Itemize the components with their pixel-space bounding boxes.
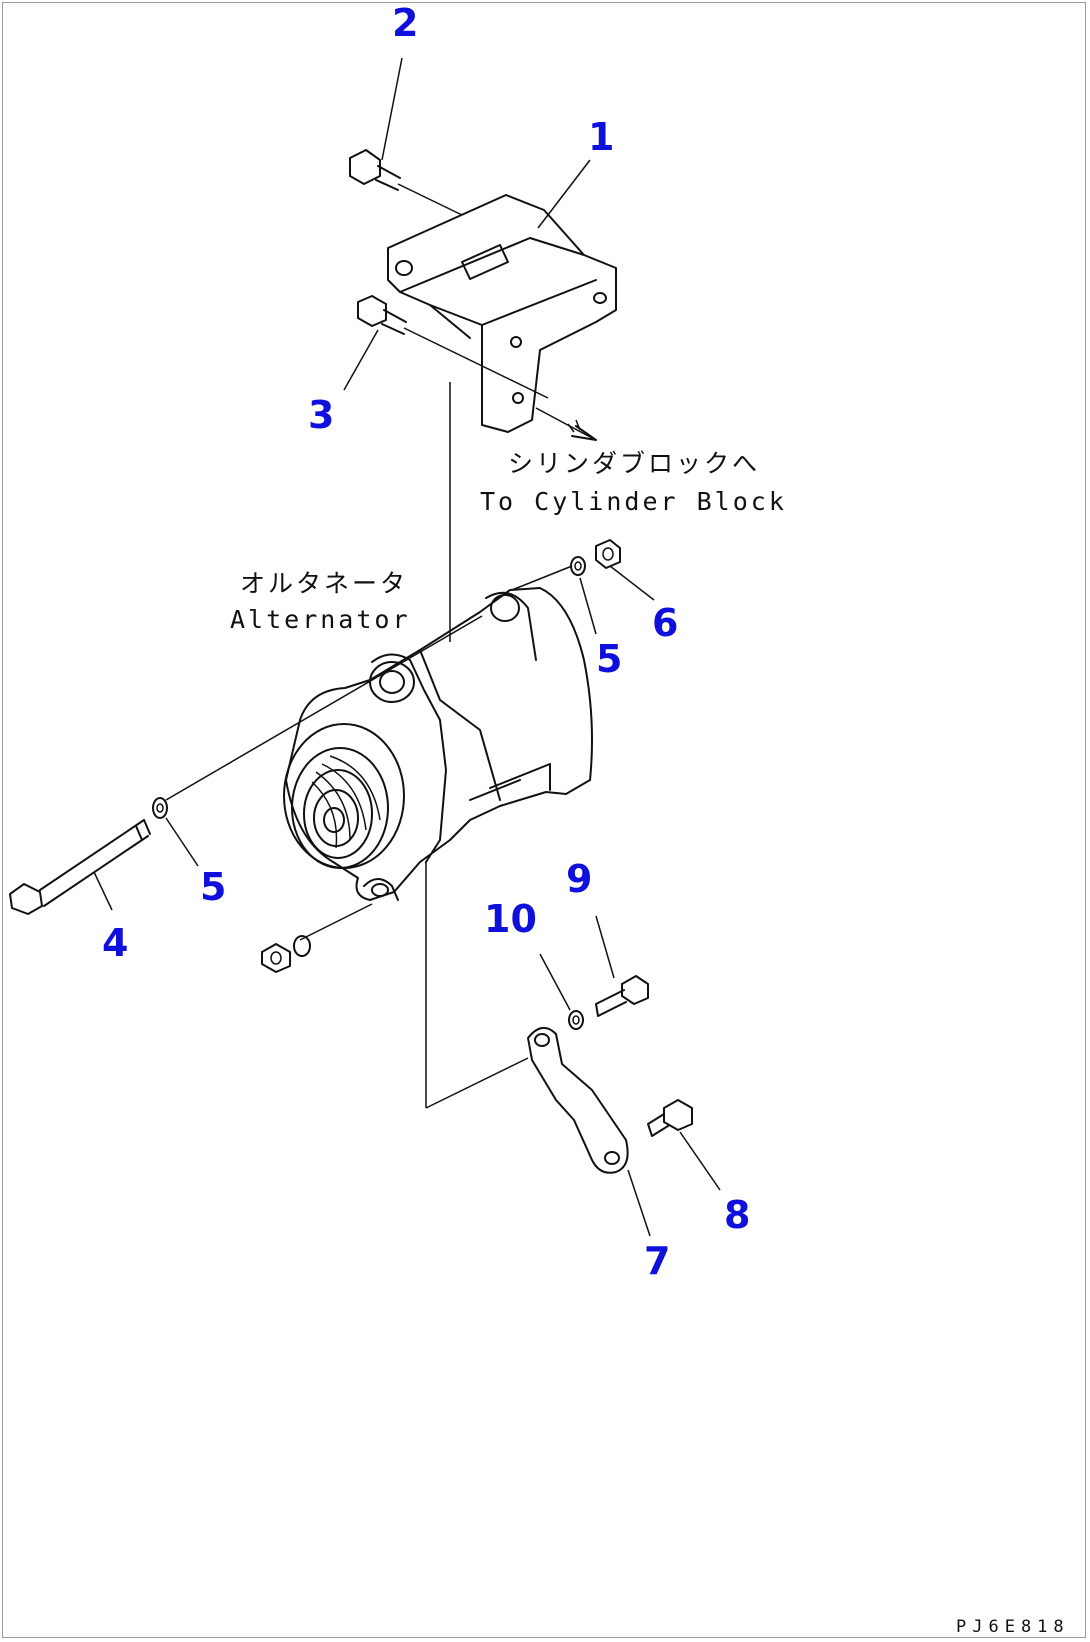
- cylinder-block-note-jp: シリンダブロックへ: [508, 449, 760, 478]
- callout-3: 3: [308, 393, 334, 437]
- nut-part-6[interactable]: [595, 539, 621, 569]
- bracket-part-1[interactable]: [387, 194, 617, 433]
- bolt-part-9[interactable]: [595, 975, 649, 1017]
- washer-part-10[interactable]: [568, 1010, 584, 1030]
- callout-1: 1: [588, 115, 614, 159]
- bolt-part-3[interactable]: [357, 295, 549, 399]
- callout-5-right: 5: [596, 637, 622, 681]
- alternator-note-en: Alternator: [230, 605, 411, 634]
- leader-lines: [165, 382, 573, 1109]
- callout-8: 8: [724, 1193, 750, 1237]
- adjust-link-part-7[interactable]: [527, 1027, 629, 1174]
- callout-2: 2: [392, 1, 418, 45]
- drawing-code: PJ6E818: [956, 1617, 1070, 1637]
- cylinder-block-note-en: To Cylinder Block: [480, 487, 787, 516]
- callout-5-left: 5: [200, 865, 226, 909]
- nut-and-washer-lower[interactable]: [261, 935, 311, 973]
- alternator-note-jp: オルタネータ: [240, 569, 408, 598]
- cylinder-block-arrow: [535, 407, 597, 441]
- bolt-part-2[interactable]: [349, 149, 463, 216]
- washer-part-5-left[interactable]: [152, 797, 168, 819]
- alternator-body[interactable]: [283, 587, 593, 901]
- callout-9: 9: [566, 857, 592, 901]
- bolt-part-4[interactable]: [9, 819, 151, 915]
- washer-part-5-right[interactable]: [570, 556, 586, 576]
- callout-leaders: [93, 57, 721, 1237]
- callout-4: 4: [102, 921, 128, 965]
- bolt-part-8[interactable]: [647, 1099, 693, 1137]
- callout-7: 7: [644, 1239, 670, 1283]
- callout-6: 6: [652, 601, 678, 645]
- callout-10: 10: [484, 897, 537, 941]
